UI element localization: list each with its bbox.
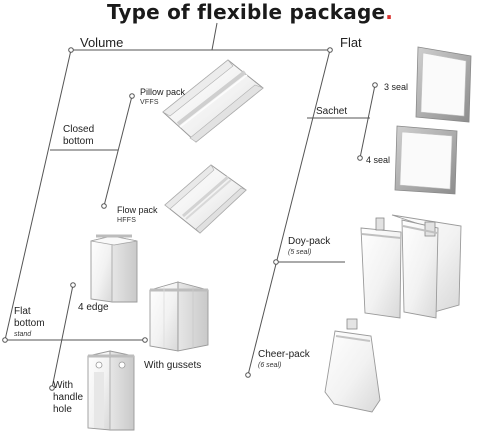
connector-dots [2,47,378,391]
handle-bag-image [87,350,135,431]
label-with-gussets: With gussets [144,360,202,371]
four-seal-sachet-image [394,125,458,195]
label-sachet: Sachet [316,106,348,117]
connector-lines [4,22,376,389]
doy-pack-image [360,214,462,319]
category-volume: Volume [80,35,124,50]
gusset-bag-image [149,281,209,352]
flow-pack-image [164,164,247,234]
label-four-seal: 4 seal [366,155,391,165]
page-title: Type of flexible package. [106,0,394,24]
pillow-pack-image [162,59,264,143]
cheer-pack-image [324,318,381,413]
label-three-seal: 3 seal [384,82,409,92]
label-cheer-pack: Cheer-pack(6 seal) [258,349,310,369]
three-seal-sachet-image [415,46,472,123]
label-doy-pack: Doy-pack(5 seal) [288,236,331,256]
label-four-edge: 4 edge [78,302,109,313]
four-edge-bag-image [90,234,138,303]
category-flat: Flat [340,35,362,50]
